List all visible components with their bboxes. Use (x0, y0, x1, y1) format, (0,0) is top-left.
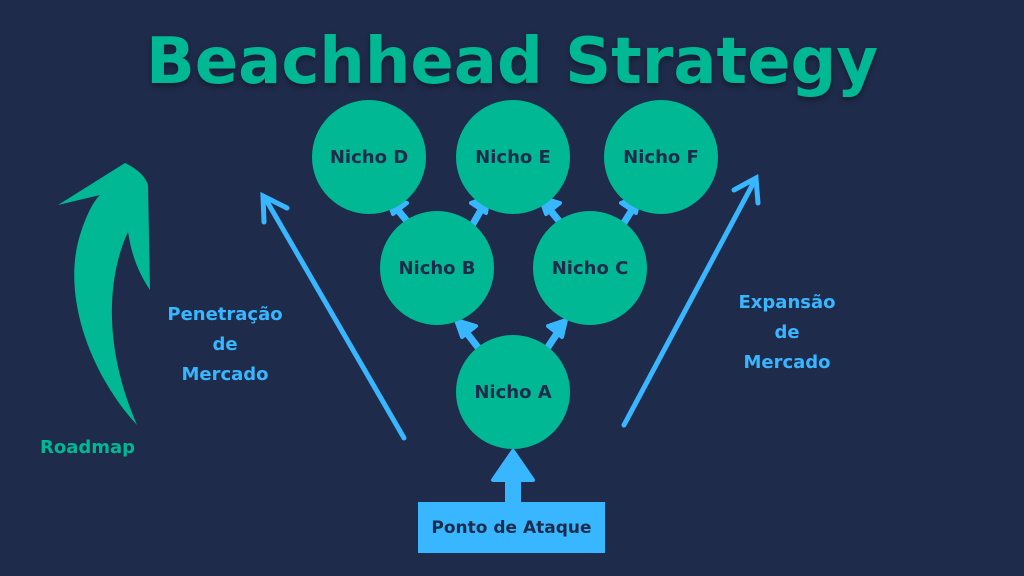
market-expansion-arrow-icon (621, 173, 761, 428)
attack-arrow-icon (491, 449, 535, 504)
niche-b-label: Nicho B (398, 257, 476, 279)
market-expansion-line2: de (774, 322, 800, 343)
niche-d-label: Nicho D (329, 146, 409, 168)
niche-e-node: Nicho E (456, 100, 570, 214)
niche-c-label: Nicho C (551, 257, 629, 279)
market-expansion-line1: Expansão (738, 292, 836, 313)
page-title: Beachhead Strategy (145, 25, 879, 99)
market-penetration-label: Penetração de Mercado (150, 300, 300, 390)
niche-d-node: Nicho D (312, 100, 426, 214)
market-penetration-line2: de (212, 334, 238, 355)
roadmap-curved-arrow-icon (58, 163, 150, 425)
market-penetration-arrow-icon (260, 191, 407, 441)
niche-a-label: Nicho A (474, 381, 552, 403)
market-penetration-line1: Penetração (167, 304, 283, 325)
niche-b-node: Nicho B (380, 211, 494, 325)
market-expansion-label: Expansão de Mercado (712, 288, 862, 378)
market-penetration-line3: Mercado (181, 364, 269, 385)
roadmap-label: Roadmap (40, 437, 136, 458)
attack-point-label: Ponto de Ataque (431, 517, 592, 538)
attack-point-box: Ponto de Ataque (418, 502, 605, 553)
niche-e-label: Nicho E (475, 146, 551, 168)
niche-c-node: Nicho C (533, 211, 647, 325)
niche-f-node: Nicho F (604, 100, 718, 214)
niche-f-label: Nicho F (623, 146, 699, 168)
niche-a-node: Nicho A (456, 335, 570, 449)
market-expansion-line3: Mercado (743, 352, 831, 373)
